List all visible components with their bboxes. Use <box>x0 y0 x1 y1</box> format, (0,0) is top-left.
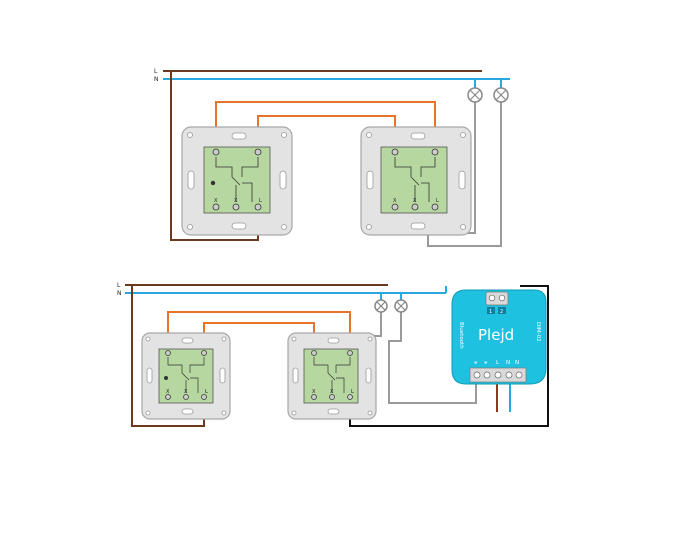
top-sw1-term-x2: X <box>234 198 238 204</box>
top-label-n: N <box>154 76 159 83</box>
bottom-sw1-term-x1: X <box>166 389 170 395</box>
bottom-sw1-term-x2: X <box>184 389 188 395</box>
top-circuit: L N <box>154 68 510 247</box>
bottom-label-n: N <box>117 290 122 297</box>
device-term-label-4: N <box>506 360 510 366</box>
bottom-sw2-term-x2: X <box>330 389 334 395</box>
device-terminal-2-badge <box>498 307 506 314</box>
bottom-switch-2: X X L <box>287 332 377 420</box>
device-term-label-3: L <box>496 360 500 366</box>
bottom-sw2-term-x1: X <box>312 389 316 395</box>
top-label-l: L <box>154 68 158 75</box>
top-sw2-term-x1: X <box>393 198 397 204</box>
device-terminal-1: 1 <box>489 309 492 315</box>
top-switch-1: X X L <box>181 126 293 236</box>
bottom-switch-1: X X L <box>141 332 231 420</box>
top-sw2-term-x2: X <box>413 198 417 204</box>
top-lamp-1 <box>467 87 483 103</box>
device-term-label-5: N <box>515 360 519 366</box>
device-bottom-terminal-labels: ⚹ ⚹ L N N <box>474 360 519 366</box>
device-terminal-1-badge <box>487 307 495 314</box>
bottom-circuit: L N <box>117 282 549 427</box>
device-bluetooth-label: Bluetooth <box>458 322 464 349</box>
top-sw2-term-l: L <box>436 198 439 204</box>
bottom-sw2-term-l: L <box>351 389 354 395</box>
device-terminal-2: 2 <box>500 309 503 315</box>
top-lamp-2 <box>493 87 509 103</box>
bottom-lamp-1 <box>374 299 388 313</box>
plejd-dimmer-device: 1 2 Plejd Bluetooth DIM-02 ⚹ ⚹ L N N <box>451 289 547 385</box>
bottom-traveller-1 <box>167 311 351 352</box>
bottom-lamp2-return <box>388 312 477 404</box>
bottom-lamp-2 <box>394 299 408 313</box>
device-brand: Plejd <box>478 326 514 344</box>
device-term-label-2: ⚹ <box>484 360 488 366</box>
top-sw1-term-x1: X <box>214 198 218 204</box>
bottom-label-l: L <box>117 282 121 289</box>
top-sw1-term-l: L <box>259 198 262 204</box>
device-term-label-1: ⚹ <box>474 360 478 366</box>
device-model: DIM-02 <box>535 322 541 342</box>
top-switch-2: X X L <box>360 126 472 236</box>
bottom-sw1-term-l: L <box>205 389 208 395</box>
